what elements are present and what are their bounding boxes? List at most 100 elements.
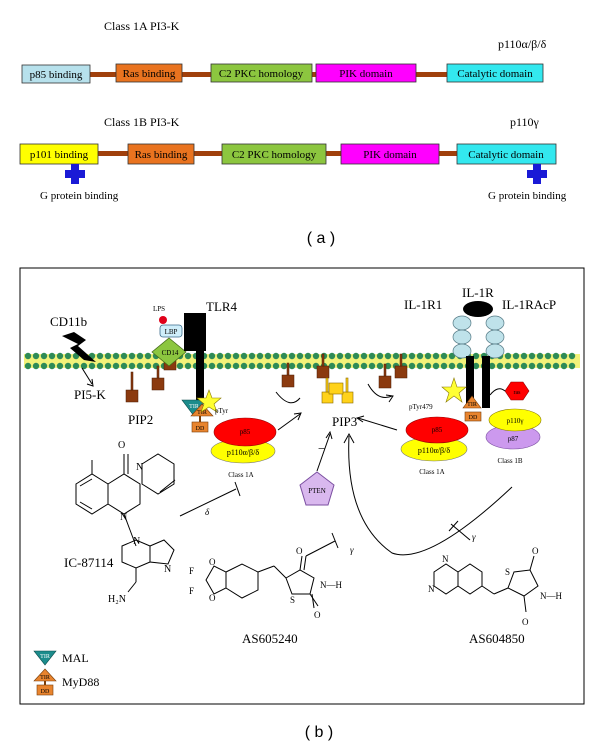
class1b-domain-p101: p101 binding bbox=[19, 143, 99, 165]
class1a-domain-catalytic: Catalytic domain bbox=[446, 63, 544, 83]
as605-atom-s: S bbox=[290, 595, 295, 605]
membrane-bead bbox=[224, 362, 232, 370]
membrane-bead bbox=[448, 362, 456, 370]
membrane-bead bbox=[432, 362, 440, 370]
class1b-title: Class 1B PI3-K bbox=[104, 115, 180, 129]
svg-text:p101 binding: p101 binding bbox=[30, 149, 89, 161]
il1r-tir-dd: TIR DD bbox=[462, 395, 482, 422]
class1a-title: Class 1A PI3-K bbox=[104, 19, 180, 33]
lps-label: LPS bbox=[153, 305, 165, 313]
membrane-bead bbox=[272, 362, 280, 370]
membrane-bead bbox=[248, 362, 256, 370]
membrane-bead bbox=[512, 352, 520, 360]
il1r1-label: IL-1R1 bbox=[404, 297, 442, 312]
pip3-label: PIP3 bbox=[332, 414, 357, 429]
membrane-bead bbox=[232, 362, 240, 370]
membrane-bead bbox=[32, 362, 40, 370]
membrane-bead bbox=[24, 352, 32, 360]
membrane-bead bbox=[552, 362, 560, 370]
membrane-bead bbox=[232, 352, 240, 360]
membrane-bead bbox=[248, 352, 256, 360]
membrane-bead bbox=[72, 362, 80, 370]
membrane-bead bbox=[440, 362, 448, 370]
inhibit-delta bbox=[179, 488, 237, 517]
membrane-bead bbox=[128, 362, 136, 370]
cd14: CD14 bbox=[151, 337, 187, 367]
class1a-domain-c2: C2 PKC homology bbox=[210, 63, 313, 83]
as604-atom-s: S bbox=[505, 567, 510, 577]
tlr4-receptor bbox=[184, 313, 206, 400]
membrane-bead bbox=[104, 352, 112, 360]
svg-text:TIR: TIR bbox=[197, 410, 207, 416]
svg-text:Ras binding: Ras binding bbox=[123, 68, 176, 80]
legend-mal: TIR MAL bbox=[33, 650, 89, 666]
svg-text:LBP: LBP bbox=[165, 328, 178, 336]
membrane-bead bbox=[24, 362, 32, 370]
membrane-bead bbox=[216, 362, 224, 370]
membrane-bead bbox=[272, 352, 280, 360]
svg-text:Catalytic domain: Catalytic domain bbox=[457, 68, 533, 80]
membrane-bead bbox=[120, 362, 128, 370]
membrane-bead bbox=[448, 352, 456, 360]
membrane-bead bbox=[208, 352, 216, 360]
membrane-bead bbox=[48, 352, 56, 360]
membrane-bead bbox=[456, 362, 464, 370]
class1a-left: p110α/β/δ p85 Class 1A bbox=[210, 417, 277, 479]
membrane-bead bbox=[296, 352, 304, 360]
as604-atom-n1: N bbox=[442, 554, 449, 564]
svg-text:p110α/β/δ: p110α/β/δ bbox=[418, 446, 450, 455]
membrane-bead bbox=[352, 352, 360, 360]
ptyr479-label: pTyr479 bbox=[409, 403, 433, 411]
arrow-class1a-right bbox=[357, 417, 398, 431]
g-protein-cross-left bbox=[65, 164, 85, 184]
membrane-bead bbox=[128, 352, 136, 360]
svg-text:p85: p85 bbox=[240, 428, 251, 436]
class1a-right: p110α/β/δ p85 Class 1A bbox=[400, 416, 469, 476]
membrane-bead bbox=[560, 362, 568, 370]
membrane-bead bbox=[304, 352, 312, 360]
as605-atom-f2: F bbox=[189, 586, 194, 596]
membrane-bead bbox=[528, 362, 536, 370]
membrane-bead bbox=[440, 352, 448, 360]
pip2-label: PIP2 bbox=[128, 412, 153, 427]
svg-text:p110α/β/δ: p110α/β/δ bbox=[227, 448, 259, 457]
svg-text:p85 binding: p85 binding bbox=[30, 69, 83, 81]
ic-atom-h2n: H₂N bbox=[108, 594, 126, 605]
as604850-label: AS604850 bbox=[469, 631, 525, 646]
lps-dot bbox=[159, 316, 167, 324]
membrane-bead bbox=[552, 352, 560, 360]
svg-text:DD: DD bbox=[41, 689, 50, 695]
svg-text:PIK domain: PIK domain bbox=[363, 149, 417, 161]
as605-atom-nh: N—H bbox=[320, 580, 342, 590]
membrane-bead bbox=[288, 352, 296, 360]
membrane-bead bbox=[416, 362, 424, 370]
membrane-bead bbox=[264, 362, 272, 370]
membrane-bead bbox=[344, 362, 352, 370]
membrane-bead bbox=[256, 352, 264, 360]
caption-a: ( a ) bbox=[307, 230, 335, 247]
lightning-icon bbox=[62, 332, 96, 362]
as605-atom-o4: O bbox=[314, 610, 321, 620]
membrane-bead bbox=[48, 362, 56, 370]
as605240-label: AS605240 bbox=[242, 631, 298, 646]
membrane-bead bbox=[328, 352, 336, 360]
svg-text:p110γ: p110γ bbox=[507, 417, 524, 425]
membrane-bead bbox=[392, 352, 400, 360]
panel-b: CD11b PI5-K PIP2 PIP3 − PTEN bbox=[19, 267, 585, 741]
membrane-bead bbox=[304, 362, 312, 370]
svg-text:TIR: TIR bbox=[40, 654, 50, 660]
membrane-bead bbox=[472, 352, 480, 360]
class1a-isoform: p110α/β/δ bbox=[498, 37, 547, 51]
membrane-bead bbox=[568, 362, 576, 370]
membrane-bead bbox=[328, 362, 336, 370]
membrane-bead bbox=[240, 362, 248, 370]
membrane-bead bbox=[336, 362, 344, 370]
arrow-pip2-left bbox=[275, 391, 301, 404]
class1b-domain-catalytic: Catalytic domain bbox=[456, 143, 557, 165]
membrane-bead bbox=[384, 352, 392, 360]
membrane-bead bbox=[544, 352, 552, 360]
membrane-bead bbox=[472, 362, 480, 370]
svg-text:MyD88: MyD88 bbox=[62, 675, 99, 689]
membrane-bead bbox=[32, 352, 40, 360]
